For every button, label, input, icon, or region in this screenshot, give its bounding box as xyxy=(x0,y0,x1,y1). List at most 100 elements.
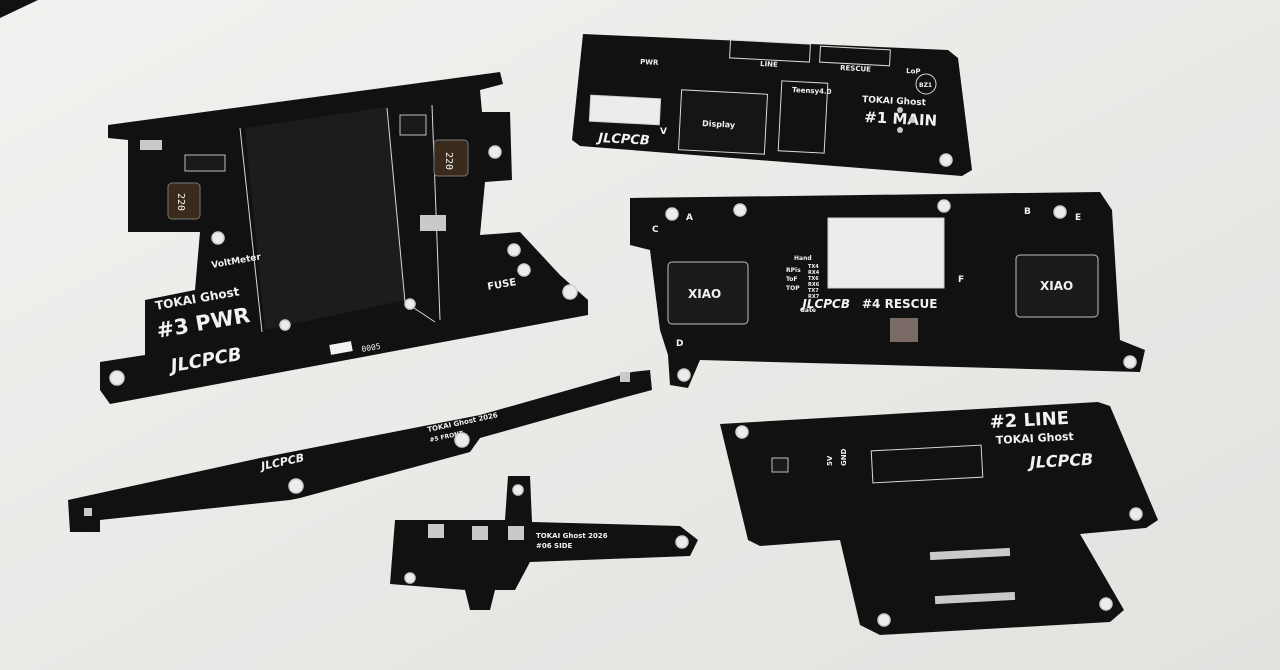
via xyxy=(909,117,915,123)
mounting-hole xyxy=(404,572,416,584)
rescue-board: XIAO XIAO #4 RESCUE JLCPCB A B C D E F H… xyxy=(630,192,1145,388)
line-gnd-label: GND xyxy=(840,448,848,466)
teensy-label: Teensy4.0 xyxy=(792,86,832,96)
via xyxy=(897,127,903,133)
tx6-label: TX6 xyxy=(808,276,819,282)
label-d: D xyxy=(676,339,683,349)
sensor-chip xyxy=(890,318,918,342)
mounting-hole xyxy=(512,484,524,496)
xiao-right xyxy=(1015,254,1099,318)
mounting-hole xyxy=(507,243,521,257)
side-board: TOKAI Ghost 2026 #06 SIDE xyxy=(390,476,698,610)
line-connector-outline xyxy=(870,444,984,484)
lop-label: LoP xyxy=(906,67,921,76)
rx7-label: RX7 xyxy=(808,294,820,300)
rescue-title: #4 RESCUE xyxy=(862,297,937,311)
line-board: #2 LINE TOKAI Ghost JLCPCB 5V GND xyxy=(720,402,1158,635)
line-5v-label: 5V xyxy=(826,455,834,466)
inductor-left-label: 220 xyxy=(175,193,186,211)
inductor-left xyxy=(167,182,201,220)
display-outline xyxy=(677,89,769,155)
inductor-right xyxy=(433,139,469,177)
smd-pad xyxy=(508,526,524,540)
mounting-hole xyxy=(109,370,125,386)
buzzer-outline xyxy=(915,73,937,95)
rescue-label: RESCUE xyxy=(840,64,871,74)
main-pwr-label: PWR xyxy=(640,58,659,67)
via xyxy=(897,107,903,113)
tof-label: ToF xyxy=(786,276,798,283)
tx7-label: TX7 xyxy=(808,288,819,294)
pwr-board: 220 220 VoltMeter FUSE TOKAI Ghost #3 PW… xyxy=(100,72,588,404)
mounting-hole xyxy=(488,145,502,159)
ic-chip xyxy=(184,154,226,172)
smd-pad xyxy=(620,372,630,382)
ic-chip xyxy=(399,114,427,136)
label-f: F xyxy=(958,275,964,285)
main-title: #1 MAIN xyxy=(864,108,938,130)
main-board: Display Teensy4.0 LINE RESCUE LoP PWR BZ… xyxy=(572,34,972,176)
smd-pad xyxy=(472,526,488,540)
pwr-serial: 0005 xyxy=(361,342,382,354)
inductor-right-label: 220 xyxy=(443,152,454,170)
line-team-label: TOKAI Ghost xyxy=(995,430,1074,447)
label-a: A xyxy=(686,213,693,223)
label-e: E xyxy=(1075,213,1081,223)
side-title: #06 SIDE xyxy=(536,542,573,550)
corner-board-fragment xyxy=(0,0,38,18)
mounting-hole xyxy=(1099,597,1113,611)
xiao-right-label: XIAO xyxy=(1040,279,1073,293)
side-team-label: TOKAI Ghost 2026 xyxy=(536,532,608,540)
mounting-hole xyxy=(288,478,304,494)
mounting-hole xyxy=(1129,507,1143,521)
rpis-label: RPis xyxy=(786,267,801,274)
line-title: #2 LINE xyxy=(989,408,1069,433)
rescue-cutout xyxy=(827,217,945,289)
mounting-hole xyxy=(877,613,891,627)
mounting-hole xyxy=(211,231,225,245)
mounting-hole xyxy=(665,207,679,221)
label-b: B xyxy=(1024,207,1031,217)
top-label: TOP xyxy=(786,285,800,292)
connector-pads xyxy=(420,215,446,231)
fuse-label: FUSE xyxy=(487,277,518,293)
mounting-hole xyxy=(1123,355,1137,369)
mounting-hole xyxy=(517,263,531,277)
display-cutout xyxy=(588,94,662,126)
rescue-brand: JLCPCB xyxy=(800,297,850,311)
mounting-hole xyxy=(562,284,578,300)
smd-pad xyxy=(140,140,162,150)
smd-pad xyxy=(428,524,444,538)
qr-code xyxy=(329,341,353,355)
teensy-outline xyxy=(777,80,829,154)
line-brand: JLCPCB xyxy=(1026,450,1093,472)
xiao-left-label: XIAO xyxy=(688,287,721,301)
label-c: C xyxy=(652,225,659,235)
mounting-hole xyxy=(735,425,749,439)
main-brand: JLCPCB xyxy=(595,131,650,149)
line-connector xyxy=(729,39,811,63)
mounting-hole xyxy=(939,153,953,167)
mounting-hole xyxy=(1053,205,1067,219)
fpc-connector-bottom xyxy=(934,591,1016,605)
line-label: LINE xyxy=(760,60,778,69)
mounting-hole xyxy=(675,535,689,549)
mounting-hole xyxy=(279,319,291,331)
tx4-label: TX4 xyxy=(808,264,819,270)
mounting-hole xyxy=(733,203,747,217)
buzzer-label: BZ1 xyxy=(919,82,932,89)
fpc-connector-top xyxy=(929,547,1011,561)
main-team-label: TOKAI Ghost xyxy=(862,95,927,108)
mounting-hole xyxy=(677,368,691,382)
mounting-hole xyxy=(404,298,416,310)
rx4-label: RX4 xyxy=(808,270,820,276)
xiao-left xyxy=(667,261,749,325)
v-label: V xyxy=(660,127,667,137)
display-label: Display xyxy=(702,119,736,130)
gate-label: Gate xyxy=(800,307,816,314)
rescue-connector xyxy=(819,45,891,67)
mounting-hole xyxy=(937,199,951,213)
rx6-label: RX6 xyxy=(808,282,820,288)
regulator-chip xyxy=(771,457,789,473)
